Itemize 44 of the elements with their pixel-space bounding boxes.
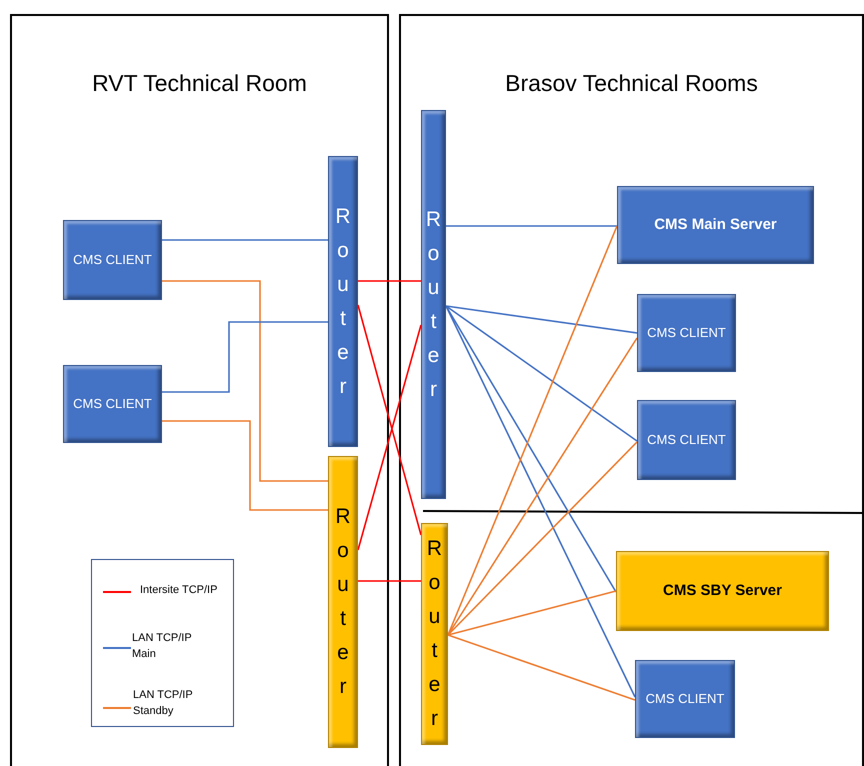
box-label: CMS SBY Server <box>663 580 782 601</box>
network-link <box>162 420 328 511</box>
client-box <box>635 660 735 738</box>
legend-text: LAN TCP/IP Standby <box>133 688 194 719</box>
router-label: Router <box>425 206 442 402</box>
legend-text: LAN TCP/IP Main <box>132 631 193 662</box>
router-label: Router <box>334 204 352 400</box>
legend-text: Intersite TCP/IP <box>140 583 218 598</box>
server-box <box>617 186 814 264</box>
network-link <box>162 239 328 241</box>
box-label: CMS CLIENT <box>73 250 152 269</box>
network-link <box>162 321 328 393</box>
network-link <box>445 306 617 592</box>
room-panel <box>10 14 389 766</box>
server-box <box>616 551 829 631</box>
network-link <box>446 225 617 227</box>
router-label: Router <box>426 536 443 732</box>
room-panel <box>399 14 864 766</box>
client-box <box>637 294 736 372</box>
room-title: RVT Technical Room <box>91 70 308 97</box>
box-label: CMS CLIENT <box>647 430 726 449</box>
box-label: CMS CLIENT <box>646 690 724 708</box>
network-link <box>447 226 618 636</box>
router-bar <box>328 156 358 447</box>
client-box <box>63 365 162 443</box>
network-link <box>358 580 421 582</box>
room-title: Brasov Technical Rooms <box>504 70 759 97</box>
client-box <box>63 220 162 300</box>
box-label: CMS CLIENT <box>73 394 152 413</box>
network-link <box>448 590 616 636</box>
box-label: CMS CLIENT <box>647 324 726 342</box>
client-box <box>637 400 736 480</box>
network-link <box>358 280 421 282</box>
network-link <box>448 634 636 701</box>
router-label: Router <box>334 504 352 700</box>
router-bar <box>421 110 446 499</box>
box-label: CMS Main Server <box>654 214 777 235</box>
network-link <box>447 441 638 636</box>
network-link <box>445 306 636 698</box>
router-bar <box>328 456 358 748</box>
network-link <box>162 280 328 482</box>
network-link <box>446 305 638 334</box>
router-bar <box>421 523 448 745</box>
network-link <box>446 305 638 442</box>
